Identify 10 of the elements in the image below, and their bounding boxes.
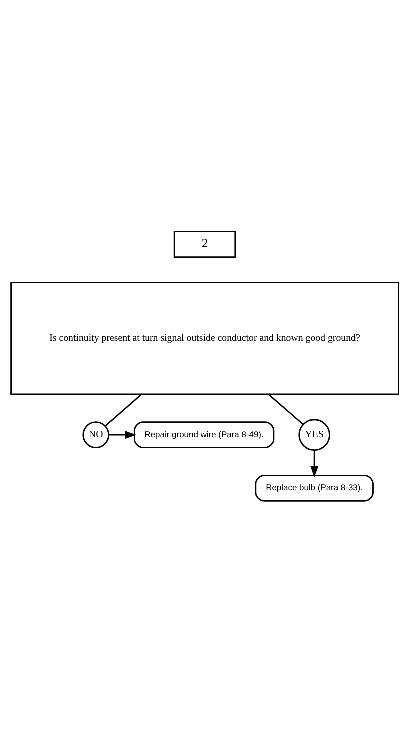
node-box: Replace bulb (Para 8-33).	[255, 475, 374, 502]
connector	[105, 394, 142, 427]
node-box: 2	[174, 231, 236, 258]
node-circle: NO	[82, 422, 110, 448]
connector	[268, 394, 304, 426]
node-box: Is continuity present at turn signal outside conductor and known good ground?	[10, 282, 400, 396]
node-box: Repair ground wire (Para 8-49).	[134, 422, 275, 448]
arrow	[109, 431, 137, 440]
arrow	[310, 450, 319, 478]
node-circle: YES	[298, 419, 330, 451]
